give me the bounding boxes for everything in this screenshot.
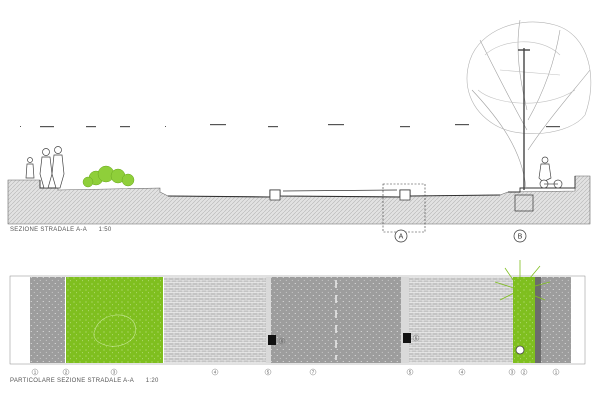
strip-lawn-left (66, 277, 163, 363)
zone-number: 1 (555, 370, 558, 375)
zone-number: 6 (415, 336, 418, 341)
strip-roadway (271, 277, 401, 363)
zone-number: 2 (523, 370, 526, 375)
plan-caption-scale: 1:20 (145, 378, 159, 384)
zone-number: 3 (511, 370, 514, 375)
section-caption: SEZIONE STRADALE A-A 1:50 (10, 227, 112, 233)
marker-a: A (394, 229, 408, 243)
zone-number: 7 (312, 370, 315, 375)
zone-numbers: 1 2 3 4 5 6 7 6 5 4 3 2 1 (31, 334, 560, 376)
zone-number: 5 (267, 370, 270, 375)
curb-left (269, 189, 281, 201)
marker-b: B (513, 229, 527, 243)
detail-box-a (382, 183, 426, 233)
cyclist-icon (538, 156, 563, 189)
plan-caption-title: PARTICOLARE SEZIONE STRADALE A-A (10, 378, 134, 384)
zone-number: 5 (409, 370, 412, 375)
curb-right (399, 189, 411, 201)
drain-right (403, 333, 411, 343)
strip-paving-right (409, 277, 513, 363)
zone-number: 6 (281, 339, 284, 344)
pedestrian-group-icon (25, 146, 65, 189)
section-caption-scale: 1:50 (98, 227, 112, 233)
strip-sidewalk-right (541, 277, 571, 363)
plan-caption: PARTICOLARE SEZIONE STRADALE A-A 1:20 (10, 378, 159, 384)
roadway-line (282, 189, 398, 192)
road-plan-view: 1 2 3 4 5 6 7 6 5 4 3 2 1 (9, 260, 586, 376)
lamp-foundation (514, 194, 534, 212)
drain-left (268, 335, 276, 345)
strip-lawn-right (513, 277, 535, 363)
strip-paving-left (164, 277, 266, 363)
tree-plan-icon (494, 260, 551, 355)
zone-number: 3 (113, 370, 116, 375)
zone-number: 1 (34, 370, 37, 375)
marker-b-label: B (518, 234, 523, 241)
zone-number: 4 (214, 370, 217, 375)
marker-a-label: A (399, 234, 404, 241)
dimension-row (20, 124, 560, 128)
road-cross-section: A B (7, 19, 592, 243)
strip-sidewalk-left (30, 277, 65, 363)
road-surface-line (167, 189, 501, 198)
tree-icon (466, 19, 592, 189)
shrub-icon (82, 165, 135, 188)
zone-number: 4 (461, 370, 464, 375)
zone-number: 2 (65, 370, 68, 375)
section-caption-title: SEZIONE STRADALE A-A (10, 227, 87, 233)
